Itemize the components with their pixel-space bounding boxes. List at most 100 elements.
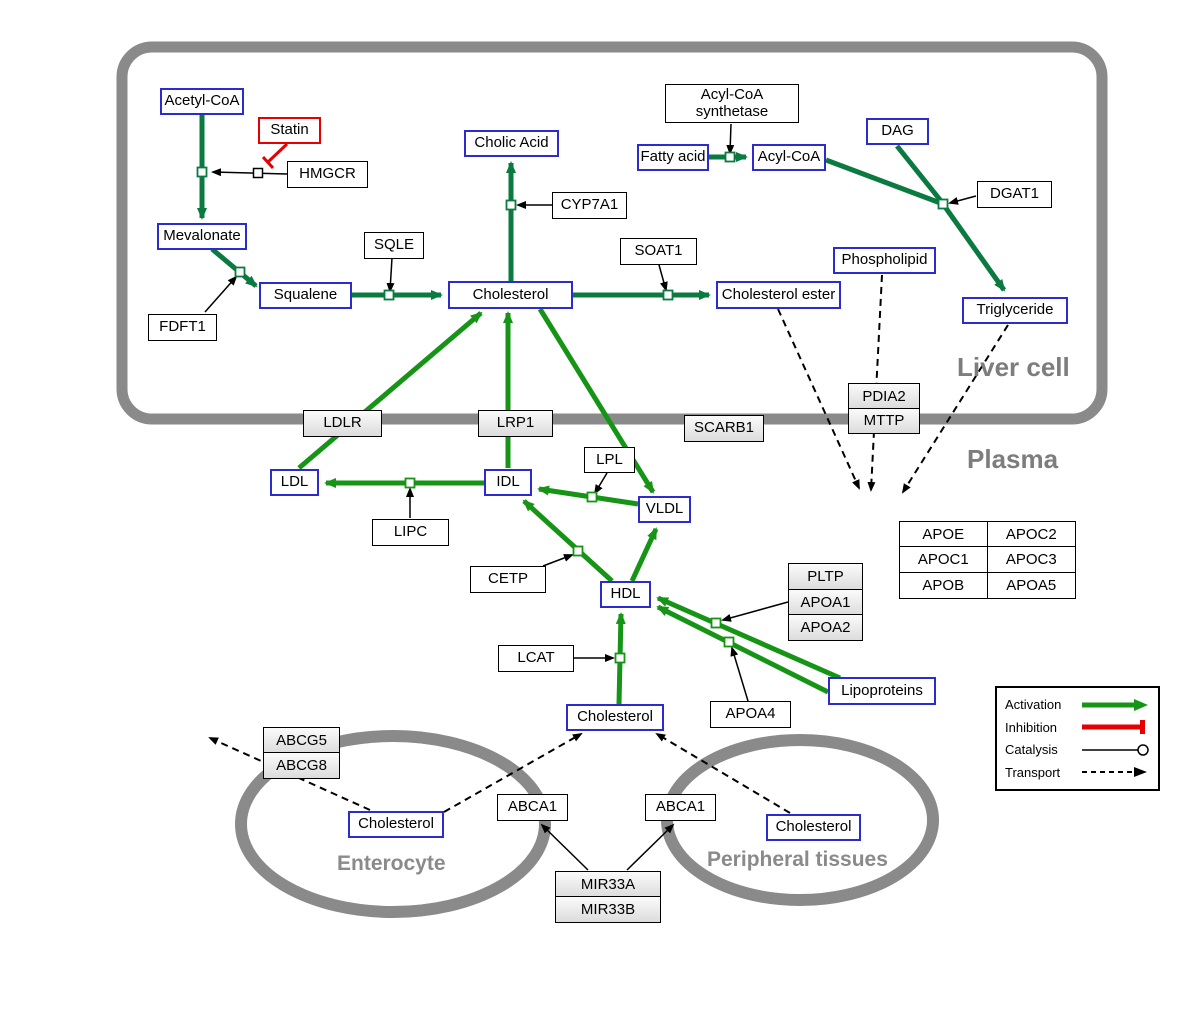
catalysis-lpl — [593, 472, 608, 495]
legend-transport-label: Transport — [1005, 764, 1061, 780]
node-cholesterol-plasma[interactable]: Cholesterol — [566, 704, 664, 731]
catalysis-connectors — [204, 123, 977, 871]
node-soat1[interactable]: SOAT1 — [620, 238, 697, 265]
node-acyl-coa[interactable]: Acyl-CoA — [752, 144, 826, 171]
node-cholesterol-enterocyte[interactable]: Cholesterol — [348, 811, 444, 838]
node-lipoproteins[interactable]: Lipoproteins — [828, 677, 936, 705]
legend-activation-label: Activation — [1005, 697, 1062, 713]
node-cholesterol-peripheral[interactable]: Cholesterol — [766, 814, 861, 841]
acyl-coa-synthetase-line2: synthetase — [695, 102, 769, 120]
node-lcat[interactable]: LCAT — [498, 645, 574, 672]
node-lpl[interactable]: LPL — [584, 447, 635, 473]
node-abcg8[interactable]: ABCG8 — [263, 752, 340, 779]
node-pdia2-mttp-complex[interactable]: PDIA2 MTTP — [848, 383, 920, 434]
node-apoe[interactable]: APOE — [898, 520, 988, 548]
inhibition-statin — [261, 142, 289, 170]
catalysis-apoa-stack — [721, 601, 789, 622]
peripheral-tissues-label: Peripheral tissues — [707, 848, 888, 871]
node-phospholipid[interactable]: Phospholipid — [833, 247, 936, 274]
catalysis-dgat1 — [948, 195, 977, 205]
node-cetp[interactable]: CETP — [470, 566, 546, 593]
node-cholesterol-ester[interactable]: Cholesterol ester — [716, 281, 841, 309]
catalysis-soat1 — [658, 264, 668, 292]
apolipoprotein-table: APOE APOC2 APOC1 APOC3 APOB APOA5 — [898, 520, 1076, 599]
node-pdia2[interactable]: PDIA2 — [848, 383, 920, 410]
node-hmgcr[interactable]: HMGCR — [287, 161, 368, 188]
node-fatty-acid[interactable]: Fatty acid — [637, 144, 709, 171]
node-acyl-coa-synthetase[interactable]: Acyl-CoA synthetase — [665, 84, 799, 123]
node-apoa5[interactable]: APOA5 — [986, 571, 1076, 599]
node-mir33-complex[interactable]: MIR33A MIR33B — [555, 871, 661, 923]
node-apob[interactable]: APOB — [898, 571, 988, 599]
arrow-mir33-to-abca1-left — [540, 823, 589, 871]
plasma-label: Plasma — [967, 444, 1059, 474]
edge-mevalonate-to-squalene — [210, 247, 258, 288]
node-idl[interactable]: IDL — [484, 469, 532, 496]
node-sqle[interactable]: SQLE — [364, 232, 424, 259]
catalysis-circle-icon — [1082, 744, 1149, 756]
enterocyte-label: Enterocyte — [337, 852, 446, 875]
node-cyp7a1[interactable]: CYP7A1 — [552, 192, 627, 219]
legend-catalysis-label: Catalysis — [1005, 742, 1058, 758]
node-lrp1[interactable]: LRP1 — [478, 410, 553, 437]
arrow-mir33-to-abca1-right — [626, 823, 675, 871]
node-lipc[interactable]: LIPC — [372, 519, 449, 546]
catalysis-cetp — [542, 554, 574, 567]
node-triglyceride[interactable]: Triglyceride — [962, 297, 1068, 324]
edge-dag-to-dgat1-node — [895, 144, 943, 203]
edge-lipoproteins-to-hdl-lower — [656, 604, 830, 695]
transport-peripheral-to-plasma-cholesterol — [655, 732, 791, 814]
node-apoa2[interactable]: APOA2 — [788, 614, 863, 641]
catalysis-acylcoa-synthetase — [726, 123, 735, 155]
catalysis-square-icon — [252, 167, 264, 179]
activation-arrow-icon — [1082, 698, 1148, 711]
catalysis-hmgcr — [211, 168, 288, 177]
node-pltp[interactable]: PLTP — [788, 563, 863, 590]
legend-row-transport: Transport — [1005, 764, 1150, 780]
node-statin[interactable]: Statin — [258, 117, 321, 144]
node-squalene[interactable]: Squalene — [259, 282, 352, 309]
transport-cholesterylester-to-plasma — [777, 308, 860, 490]
node-abcg5-abcg8-complex[interactable]: ABCG5 ABCG8 — [263, 727, 340, 779]
catalysis-sqle — [386, 257, 395, 293]
node-apoa4[interactable]: APOA4 — [710, 701, 791, 728]
node-vldl[interactable]: VLDL — [638, 496, 691, 523]
node-dgat1[interactable]: DGAT1 — [977, 181, 1052, 208]
node-pltp-apoa-complex[interactable]: PLTP APOA1 APOA2 — [788, 563, 863, 641]
edge-ldl-to-liver-cholesterol — [297, 311, 483, 470]
catalysis-fdft1 — [204, 275, 238, 313]
node-cholesterol-liver[interactable]: Cholesterol — [448, 281, 573, 309]
node-apoc1[interactable]: APOC1 — [898, 546, 988, 573]
legend-inhibition-label: Inhibition — [1005, 719, 1058, 735]
node-mevalonate[interactable]: Mevalonate — [157, 223, 247, 250]
legend-row-catalysis: Catalysis — [1005, 742, 1150, 758]
node-mir33b[interactable]: MIR33B — [555, 896, 661, 923]
transport-enterocyte-to-plasma-cholesterol — [443, 733, 583, 813]
node-dag[interactable]: DAG — [866, 118, 929, 145]
edge-hdl-to-vldl — [629, 527, 659, 583]
node-abcg5[interactable]: ABCG5 — [263, 727, 340, 754]
legend-row-inhibition: Inhibition — [1005, 719, 1150, 735]
node-mttp[interactable]: MTTP — [848, 407, 920, 434]
node-hdl[interactable]: HDL — [600, 581, 651, 608]
node-scarb1[interactable]: SCARB1 — [684, 415, 764, 442]
node-apoc2[interactable]: APOC2 — [986, 520, 1076, 548]
node-apoc3[interactable]: APOC3 — [986, 546, 1076, 573]
liver-cell-membrane — [116, 41, 1108, 425]
node-cholic-acid[interactable]: Cholic Acid — [464, 130, 559, 157]
node-mir33a[interactable]: MIR33A — [555, 871, 661, 898]
acyl-coa-synthetase-line1: Acyl-CoA — [700, 86, 764, 103]
node-apoa1[interactable]: APOA1 — [788, 588, 863, 616]
node-ldl[interactable]: LDL — [270, 469, 319, 496]
legend: Activation Inhibition Catalysis Transpor… — [995, 686, 1160, 791]
inhibition-statin-tbar-icon — [261, 155, 275, 170]
edge-lipoproteins-to-hdl-upper — [656, 595, 842, 681]
node-abca1-right[interactable]: ABCA1 — [645, 794, 716, 821]
node-ldlr[interactable]: LDLR — [303, 410, 382, 437]
node-fdft1[interactable]: FDFT1 — [148, 314, 217, 341]
node-acetyl-coa[interactable]: Acetyl-CoA — [160, 88, 244, 115]
edge-anchor-squares — [196, 151, 949, 664]
node-abca1-left[interactable]: ABCA1 — [497, 794, 568, 821]
